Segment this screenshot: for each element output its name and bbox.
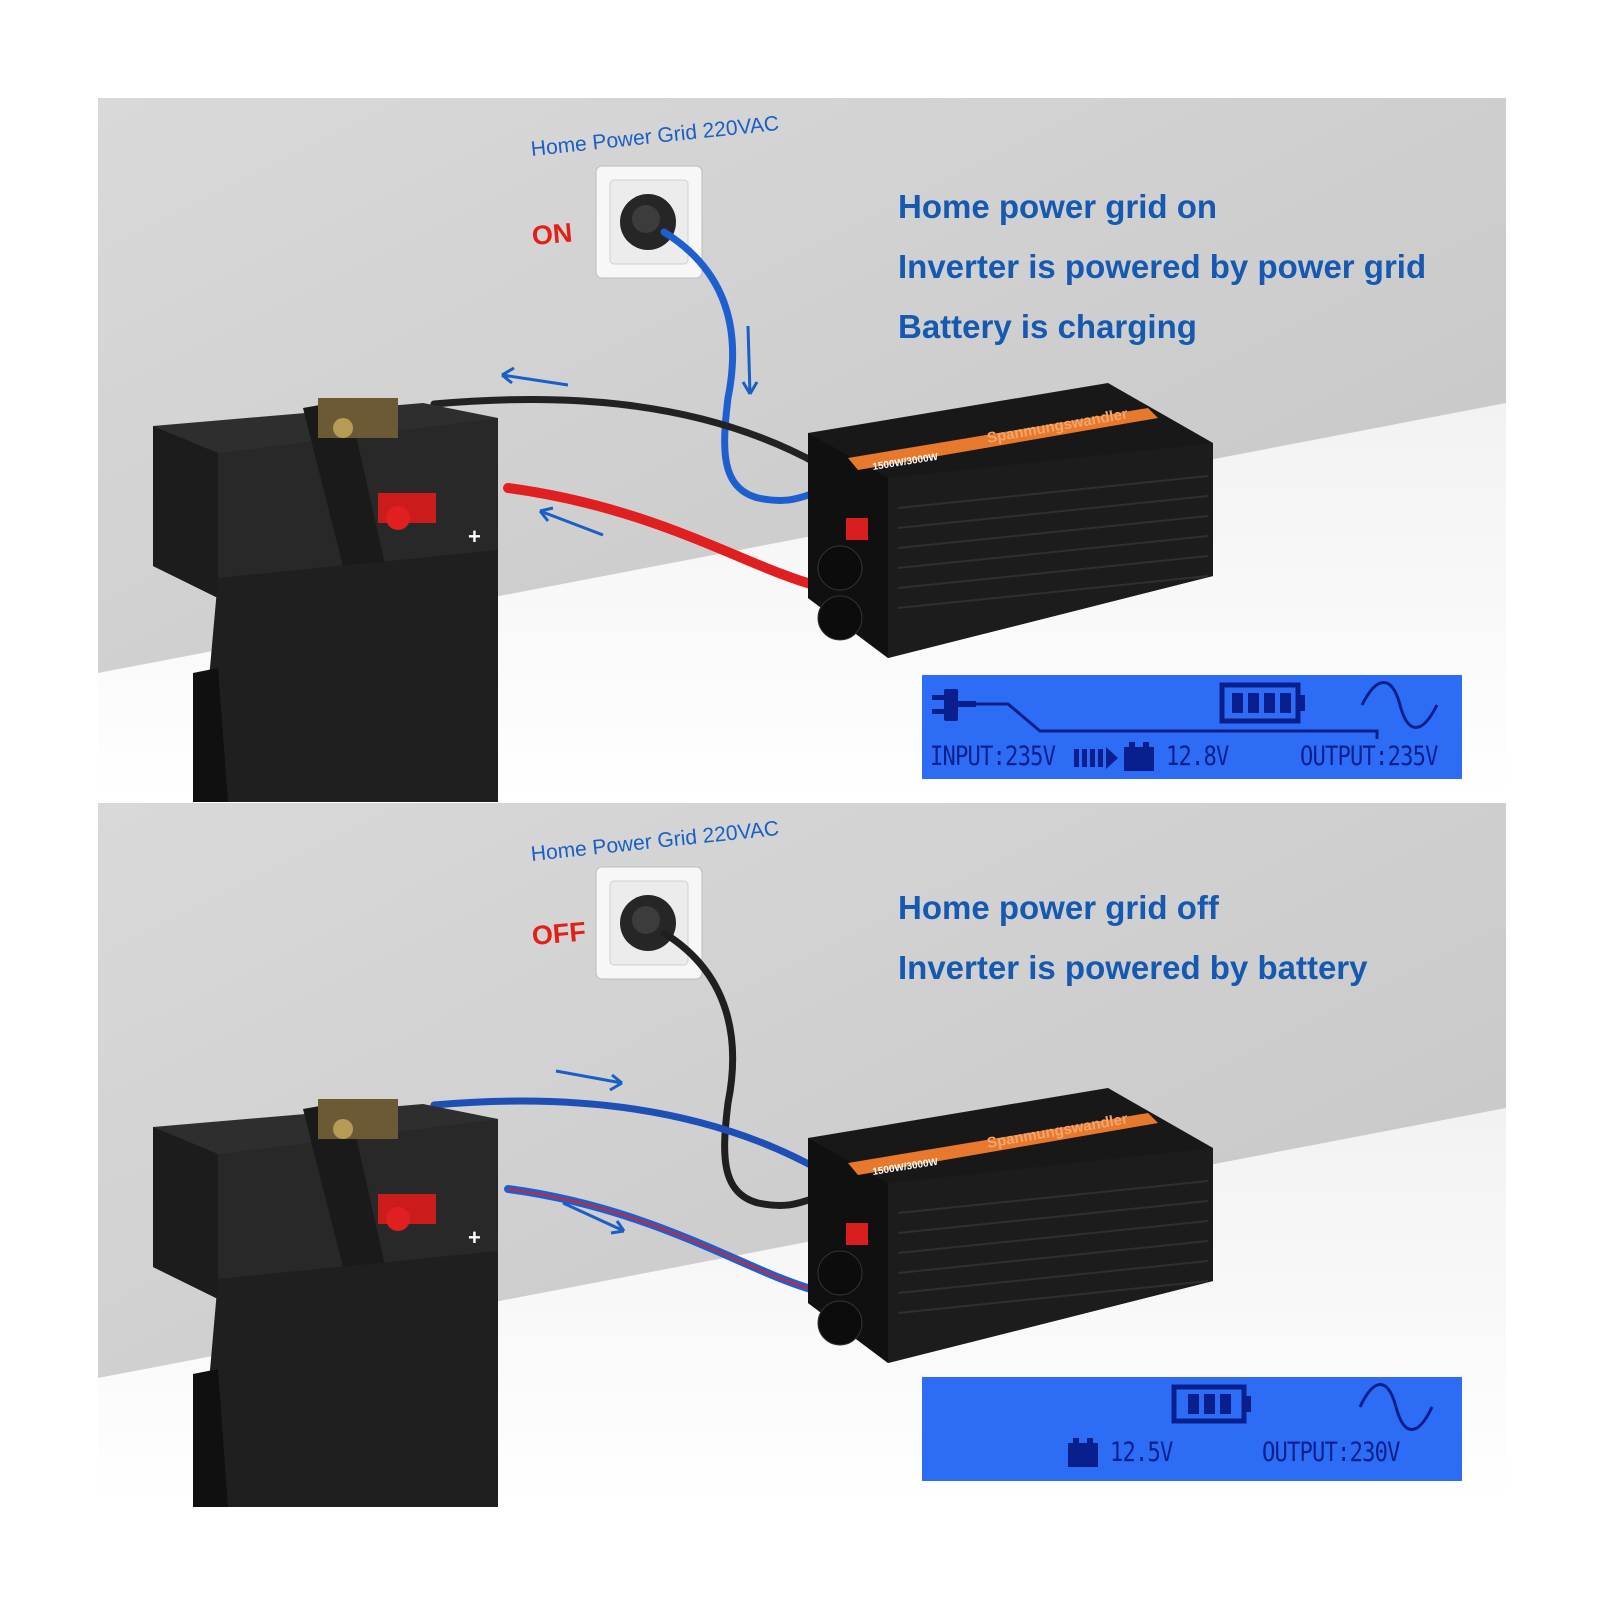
panel-grid-off: + Spanmungswandler 1500W/3000W Home [98,803,1506,1507]
lcd-battery-readout: 12.5V [1110,1437,1173,1468]
grid-switch-state-label: OFF [530,916,588,951]
plug-icon [932,689,976,721]
status-line: Home power grid on [898,188,1218,225]
inverter: Spanmungswandler 1500W/3000W [808,1088,1213,1363]
battery-charge-icon [1171,1384,1251,1424]
sine-wave-icon [1360,681,1439,729]
flow-arrow [555,1069,623,1092]
status-line: Home power grid off [898,889,1219,926]
battery-small-icon [1124,742,1154,771]
svg-text:+: + [468,1225,481,1250]
lcd-output-readout: OUTPUT:230V [1262,1437,1400,1468]
positive-cable-stripe [507,1188,819,1292]
status-line: Inverter is powered by battery [898,949,1368,986]
wall-socket [595,165,703,279]
inverter-lcd-display: INPUT:235V 12.8V OUTPUT:235V [922,675,1462,779]
panel-grid-on: + Spanmungswandler 1500W/3000W [98,98,1506,802]
status-text-block: Home power grid on Inverter is powered b… [898,177,1426,357]
sine-wave-icon [1358,1383,1434,1431]
battery: + [153,398,498,802]
status-text-block: Home power grid off Inverter is powered … [898,878,1368,998]
inverter-lcd-display: 12.5V OUTPUT:230V [922,1377,1462,1481]
inverter: Spanmungswandler 1500W/3000W [808,383,1213,658]
flow-arrow [562,1201,626,1235]
battery-charge-icon [1219,682,1305,724]
status-line: Inverter is powered by power grid [898,248,1427,285]
lcd-input-readout: INPUT:235V [930,741,1056,772]
lcd-battery-readout: 12.8V [1166,741,1229,772]
charge-arrow-icon [1074,747,1118,769]
svg-text:+: + [468,524,481,549]
negative-cable [430,395,822,468]
battery: + [153,1099,498,1507]
grid-switch-state-label: ON [530,217,574,251]
scene-grid-off: + Spanmungswandler 1500W/3000W [98,803,1506,1507]
wall-socket [595,866,703,980]
flow-line [976,702,1379,739]
negative-cable [430,1097,822,1173]
battery-small-icon [1068,1438,1098,1467]
lcd-output-readout: OUTPUT:235V [1300,741,1438,772]
flow-arrow [538,506,604,537]
status-line: Battery is charging [898,308,1197,345]
flow-arrow [741,325,759,395]
flow-arrow [501,366,569,387]
